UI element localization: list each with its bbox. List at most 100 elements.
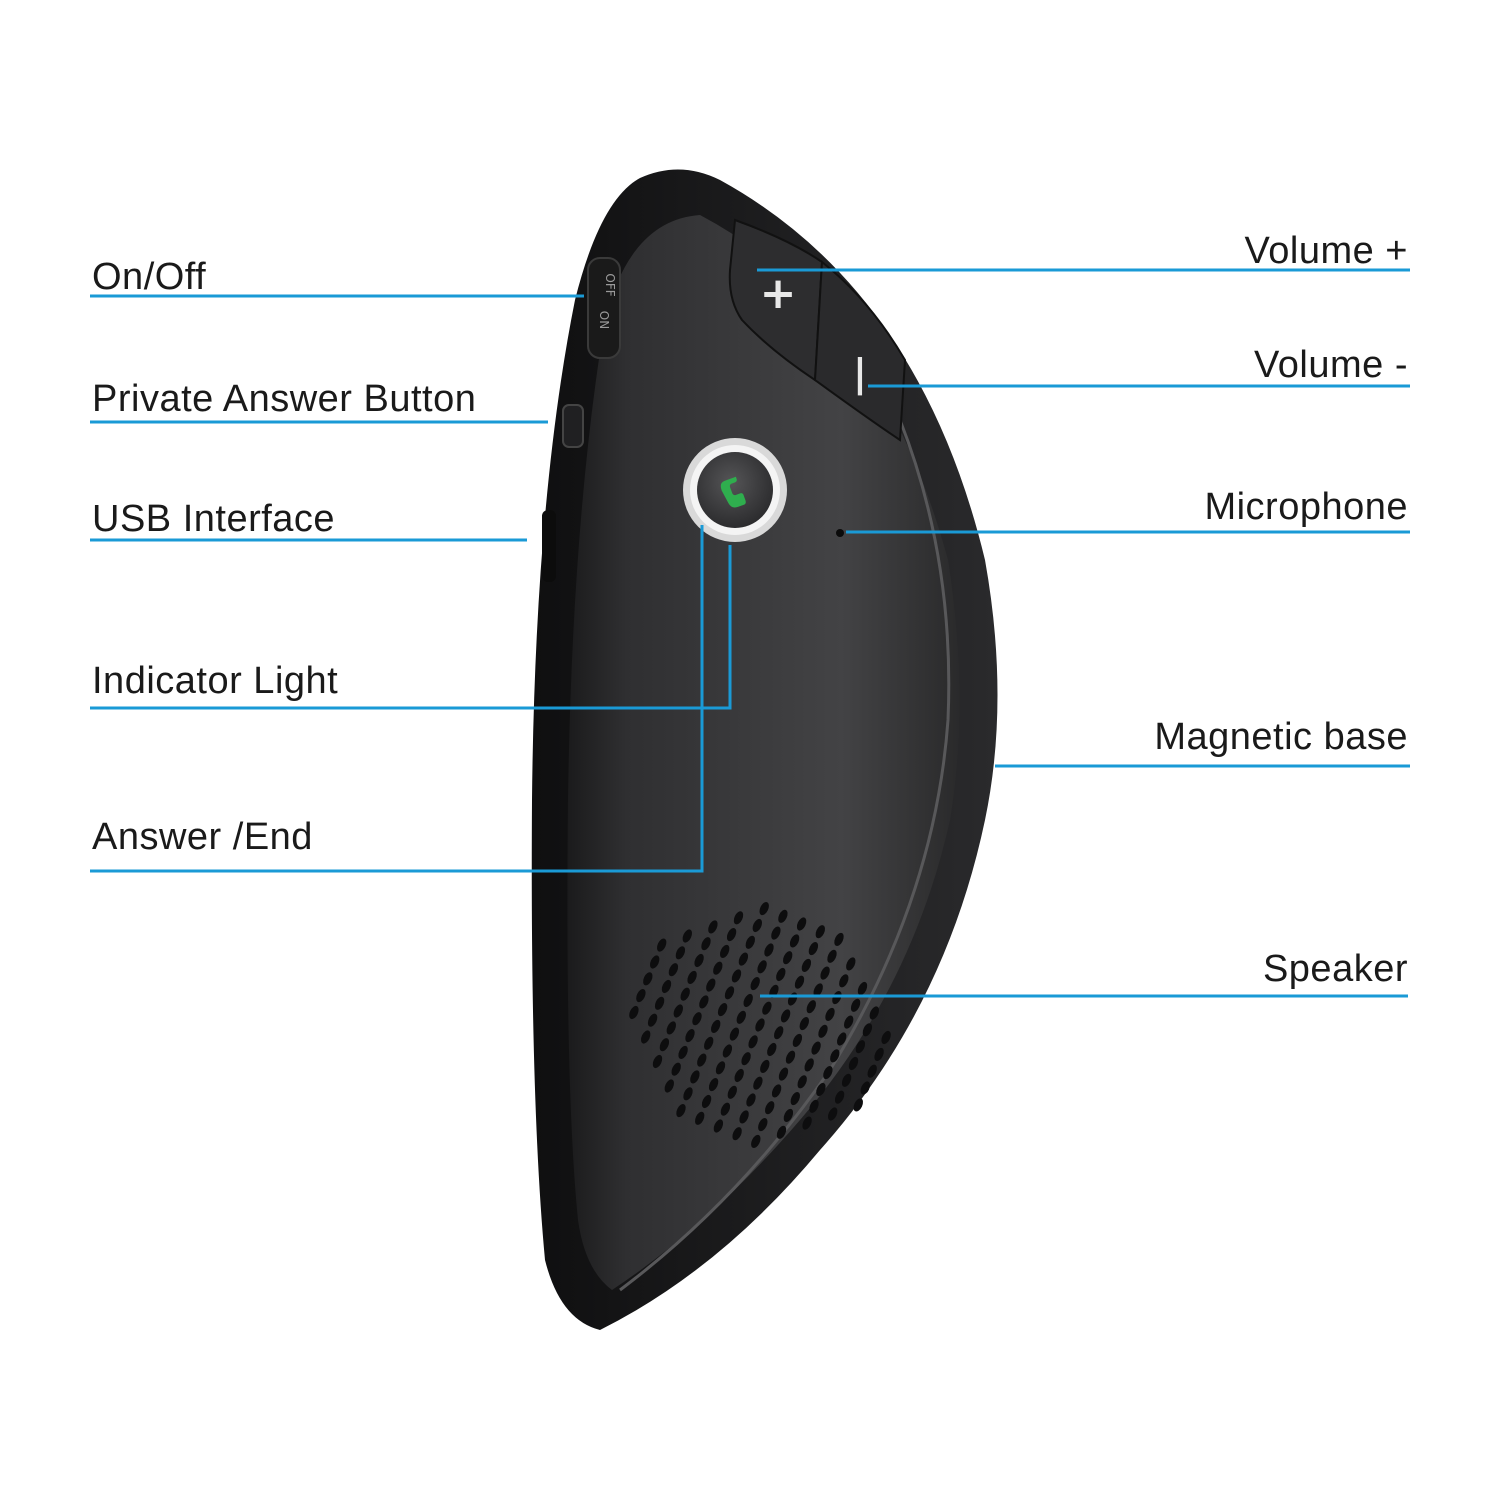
grille-hole xyxy=(694,953,704,968)
grille-hole xyxy=(774,1026,784,1040)
grille-hole xyxy=(839,974,849,988)
grille-hole xyxy=(722,1044,733,1058)
label-volume-minus: Volume - xyxy=(1254,344,1408,386)
leader-indicator xyxy=(90,545,732,710)
grille-hole xyxy=(720,944,730,958)
grille-hole xyxy=(789,934,800,948)
grille-hole xyxy=(713,961,723,975)
grille-hole xyxy=(837,1032,847,1046)
grille-hole xyxy=(729,1027,740,1041)
grille-hole xyxy=(676,1104,686,1118)
grille-hole xyxy=(792,1033,803,1047)
grille-hole xyxy=(765,1101,775,1115)
private-answer-button[interactable] xyxy=(562,404,584,448)
grille-hole xyxy=(643,972,653,986)
grille-hole xyxy=(811,1041,821,1055)
grille-hole xyxy=(806,1000,816,1014)
grille-hole xyxy=(853,1098,863,1112)
grille-hole xyxy=(827,949,837,963)
grille-hole xyxy=(706,978,716,992)
grille-hole xyxy=(650,955,660,969)
label-volume-plus: Volume + xyxy=(1244,230,1408,272)
grille-hole xyxy=(715,1061,726,1075)
grille-hole xyxy=(661,979,672,994)
speaker-grille xyxy=(629,902,891,1148)
label-indicator: Indicator Light xyxy=(92,660,339,702)
grille-hole xyxy=(708,1078,719,1092)
grille-hole xyxy=(726,928,737,942)
grille-hole xyxy=(753,1076,763,1090)
grille-hole xyxy=(657,938,667,952)
grille-hole xyxy=(666,1021,676,1035)
grille-hole xyxy=(713,1119,724,1133)
grille-hole xyxy=(785,1050,796,1064)
grille-hole xyxy=(750,977,760,991)
on-off-switch[interactable] xyxy=(587,257,621,359)
grille-hole xyxy=(683,1087,693,1101)
volume-plus-button-shape[interactable] xyxy=(728,218,824,382)
label-private-answer: Private Answer Button xyxy=(92,378,477,420)
grille-hole xyxy=(732,1127,742,1141)
grille-hole xyxy=(678,1045,688,1059)
grille-hole xyxy=(841,1073,852,1087)
grille-hole xyxy=(701,937,711,951)
grille-hole xyxy=(708,920,718,934)
grille-hole xyxy=(629,1005,639,1020)
grille-hole xyxy=(745,935,755,949)
grille-hole xyxy=(659,1038,670,1052)
grille-hole xyxy=(755,1018,765,1032)
grille-hole xyxy=(818,1024,828,1038)
grille-hole xyxy=(794,975,805,989)
grille-hole xyxy=(697,1053,707,1067)
grille-hole xyxy=(830,1049,840,1063)
grille-hole xyxy=(823,1066,833,1080)
grille-hole xyxy=(746,1093,756,1107)
grille-hole xyxy=(654,996,665,1010)
grille-hole xyxy=(778,909,788,923)
grille-hole xyxy=(780,1009,791,1023)
grille-hole xyxy=(692,1012,702,1026)
grille-hole xyxy=(783,1108,794,1122)
switch-on-text: ON xyxy=(597,311,611,329)
label-usb: USB Interface xyxy=(92,498,336,540)
minus-symbol: | xyxy=(853,351,867,396)
phone-icon xyxy=(720,476,746,508)
volume-minus-button-shape[interactable] xyxy=(813,260,907,442)
grille-hole xyxy=(758,1118,768,1132)
answer-end-button[interactable] xyxy=(697,452,773,528)
grille-hole xyxy=(844,1015,854,1029)
grille-hole xyxy=(685,1029,695,1043)
grille-hole xyxy=(808,942,819,956)
grille-hole xyxy=(797,1075,807,1089)
grille-hole xyxy=(825,1007,835,1021)
grille-hole xyxy=(815,925,825,939)
grille-hole xyxy=(641,1030,651,1044)
grille-hole xyxy=(647,1013,658,1027)
leader-lines xyxy=(90,268,1410,998)
microphone-hole xyxy=(836,529,844,537)
device-edge-highlight xyxy=(619,419,951,1292)
grille-hole xyxy=(720,1102,731,1116)
grille-hole xyxy=(857,981,868,996)
grille-hole xyxy=(850,998,861,1012)
label-magnetic-base: Magnetic base xyxy=(1154,716,1408,758)
grille-hole xyxy=(771,1084,782,1098)
label-speaker: Speaker xyxy=(1262,948,1408,990)
grille-hole xyxy=(783,951,793,965)
grille-hole xyxy=(757,960,767,974)
usb-port[interactable] xyxy=(542,510,556,582)
device-face xyxy=(567,215,960,1290)
grille-hole xyxy=(790,1092,800,1106)
grille-hole xyxy=(680,987,690,1001)
grille-hole xyxy=(860,1081,870,1095)
grille-hole xyxy=(802,1116,812,1130)
grille-hole xyxy=(671,1062,681,1076)
grille-hole xyxy=(796,917,807,931)
grille-hole xyxy=(834,1090,845,1104)
label-microphone: Microphone xyxy=(1204,486,1408,528)
switch-off-text: OFF xyxy=(603,273,617,296)
grille-hole xyxy=(690,1070,700,1084)
grille-hole xyxy=(748,1035,758,1049)
